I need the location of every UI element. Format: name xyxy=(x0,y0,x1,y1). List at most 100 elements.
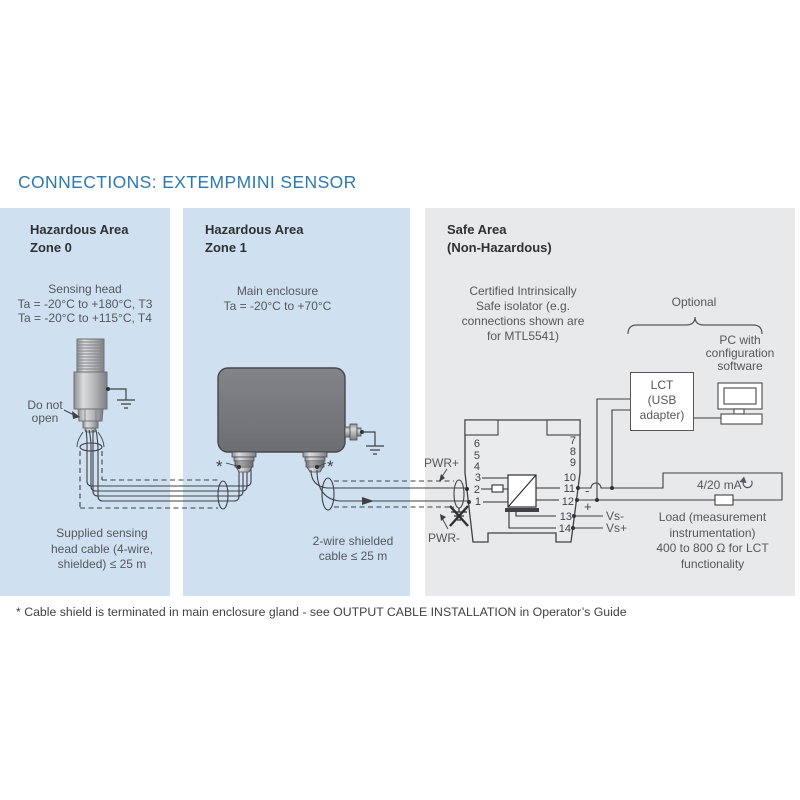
isolator-note-line: Certified Intrinsically xyxy=(469,284,577,298)
head-ground-icon xyxy=(106,387,135,409)
lct-wire-b xyxy=(611,409,630,488)
sensing-head-info-line: Ta = -20°C to +115°C, T4 xyxy=(18,311,152,326)
isolator-top-notch-left xyxy=(464,419,499,436)
two-wire-cable xyxy=(310,469,469,511)
main-enclosure-info-line: Ta = -20°C to +70°C xyxy=(223,299,332,313)
pc-label: PC with configuration software xyxy=(688,333,792,374)
load-note-line: Load (measurement xyxy=(658,510,767,524)
resistor-symbol xyxy=(491,484,504,493)
cable-gland-right xyxy=(302,451,328,473)
svg-text:14: 14 xyxy=(559,523,571,535)
pwr-labels: PWR+ PWR- xyxy=(424,456,460,545)
pc-icon xyxy=(717,382,763,425)
main-enclosure-info: Main enclosure Ta = -20°C to +70°C xyxy=(195,284,360,314)
load-note: Load (measurement instrumentation) 400 t… xyxy=(635,510,790,572)
arrowhead xyxy=(72,411,80,419)
svg-text:10: 10 xyxy=(564,472,576,484)
vs-minus-label: Vs- xyxy=(606,509,624,523)
zone1-cable-note-line: cable ≤ 25 m xyxy=(318,549,388,563)
optional-brace xyxy=(627,316,763,335)
isolator-note-line: connections shown are xyxy=(461,314,585,328)
main-enclosure-info-line: Main enclosure xyxy=(236,284,319,298)
enclosure-ground-icon xyxy=(360,430,384,455)
page-title: CONNECTIONS: EXTEMPMINI SENSOR xyxy=(18,172,357,192)
isolator-module: 6 5 4 3 2 1 7 8 9 10 11 12 13 14 xyxy=(464,419,581,543)
pwr-minus-wire xyxy=(316,469,469,502)
lct-wire-a xyxy=(596,398,630,500)
isolator-note-line: Safe isolator (e.g. xyxy=(475,299,571,313)
load-note-line: instrumentation) xyxy=(669,525,756,540)
svg-text:9: 9 xyxy=(570,457,576,469)
isolator-top-notch-right xyxy=(546,419,581,436)
shield-opening xyxy=(453,479,465,509)
isolator-note: Certified Intrinsically Safe isolator (e… xyxy=(443,284,603,344)
pc-label-line: configuration xyxy=(705,346,775,361)
pwr-minus-label: PWR- xyxy=(428,531,460,545)
isolator-base-bar xyxy=(505,508,539,512)
loop-minus-wire xyxy=(578,472,783,501)
svg-text:11: 11 xyxy=(564,483,575,495)
pwr-plus-label: PWR+ xyxy=(424,456,459,470)
load-resistor-symbol xyxy=(714,494,734,506)
shield-opening xyxy=(321,477,335,511)
zone0-heading-line1: Hazardous Area xyxy=(30,222,129,237)
vs-plus-label: Vs+ xyxy=(606,521,627,535)
safe-heading: Safe Area (Non-Hazardous) xyxy=(447,221,552,257)
lct-usb-adapter-box: LCT (USB adapter) xyxy=(630,372,694,431)
optional-label: Optional xyxy=(650,295,738,310)
svg-text:13: 13 xyxy=(560,511,572,523)
lct-box-line: LCT xyxy=(650,378,674,392)
zone0-heading: Hazardous Area Zone 0 xyxy=(30,221,129,257)
pc-label-line: PC with xyxy=(719,333,761,347)
load-note-line: 400 to 800 Ω for LCT xyxy=(656,541,769,556)
isolator-note-line: for MTL5541) xyxy=(486,329,560,343)
loop-current-label: 4/20 mA xyxy=(697,478,742,492)
svg-text:8: 8 xyxy=(570,446,576,458)
zone1-cable-note: 2-wire shielded cable ≤ 25 m xyxy=(295,534,411,564)
thread-lines xyxy=(77,341,104,370)
optional-label-text: Optional xyxy=(671,295,717,309)
pc-label-line: software xyxy=(717,359,763,374)
terminal-numbers-right: 7 8 9 10 11 12 13 14 xyxy=(559,435,576,535)
footnote: * Cable shield is terminated in main enc… xyxy=(16,605,627,619)
cable-gland-left xyxy=(231,451,257,473)
zone1-cable-note-line: 2-wire shielded xyxy=(312,534,394,548)
lct-box-line: (USB xyxy=(647,393,677,407)
output-loop xyxy=(573,398,783,529)
cable-shield-dashed xyxy=(79,451,218,509)
main-enclosure-graphic: * * xyxy=(216,367,384,476)
polarity-minus: - xyxy=(585,483,589,498)
zone0-cable-note-line: shielded) ≤ 25 m xyxy=(57,557,147,572)
arrowhead xyxy=(439,474,445,482)
shield-opening xyxy=(217,480,229,510)
four-wire-cable xyxy=(76,429,252,510)
loop-direction-icon xyxy=(739,476,753,489)
do-not-open-pointer xyxy=(63,409,80,419)
zone1-heading: Hazardous Area Zone 1 xyxy=(205,221,304,257)
flow-arrow xyxy=(362,497,374,505)
safe-heading-line1: Safe Area xyxy=(447,222,507,237)
svg-text:3: 3 xyxy=(475,472,481,484)
pc-monitor xyxy=(717,382,763,410)
no-ground-icon xyxy=(449,505,469,527)
do-not-open-label: Do not open xyxy=(24,398,66,425)
pc-screen xyxy=(723,387,757,405)
side-ground-gland xyxy=(344,423,362,441)
asterisk-pointer-right xyxy=(318,462,327,467)
terminal-numbers-left: 6 5 4 3 2 1 xyxy=(474,438,481,508)
pc-neck xyxy=(733,408,745,415)
svg-text:4: 4 xyxy=(474,461,480,473)
svg-text:12: 12 xyxy=(562,496,574,508)
polarity-plus: + xyxy=(584,499,592,514)
svg-text:6: 6 xyxy=(474,438,480,450)
do-not-open-line: Do not xyxy=(27,398,63,412)
svg-text:1: 1 xyxy=(475,496,481,508)
zone0-cable-note-line: Supplied sensing xyxy=(56,526,148,540)
pwr-plus-wire xyxy=(310,469,467,489)
zone1-heading-line1: Hazardous Area xyxy=(205,222,304,237)
arrowhead xyxy=(440,514,446,521)
shield-opening xyxy=(79,442,103,452)
sensing-head-info: Sensing head Ta = -20°C to +180°C, T3 Ta… xyxy=(10,282,160,326)
